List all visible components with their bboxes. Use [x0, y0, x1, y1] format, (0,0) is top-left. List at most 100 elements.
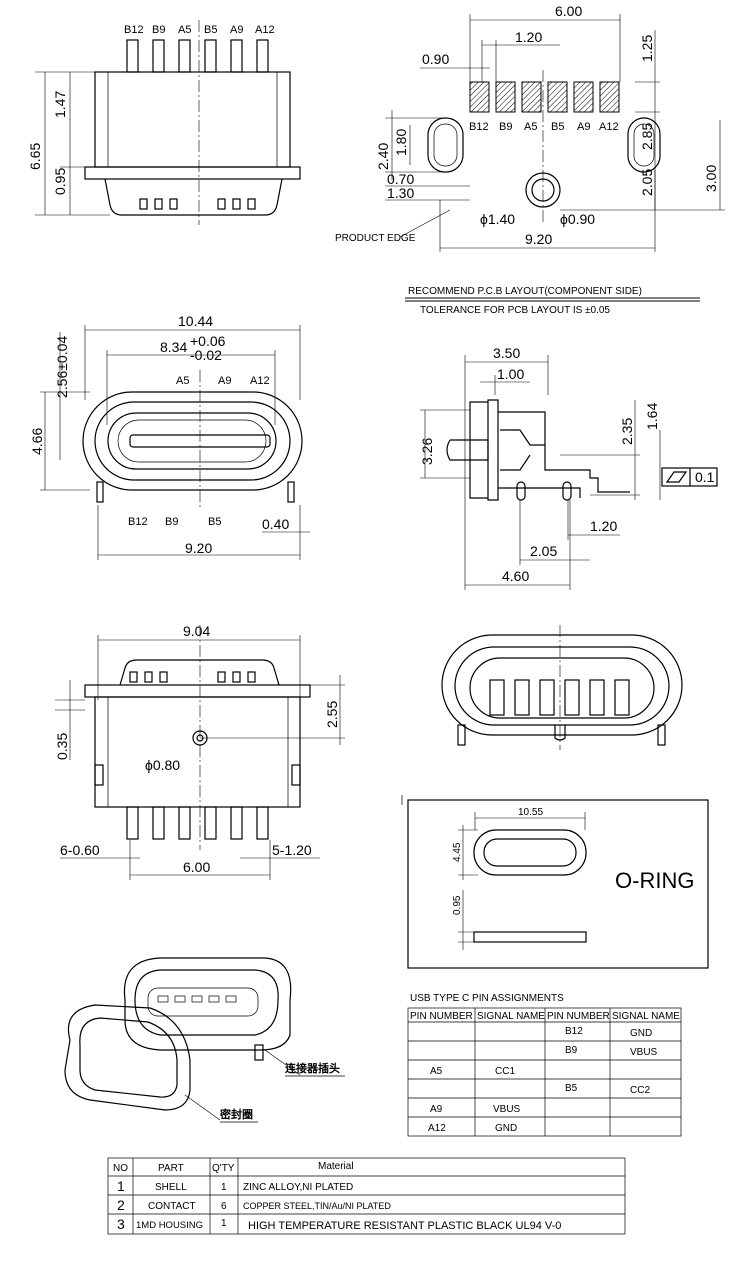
dim-10-44: 10.44 — [178, 313, 213, 329]
o-ring-thickness: 0.95 — [452, 895, 463, 915]
pin-label: A12 — [255, 24, 275, 36]
dim-0-90: 0.90 — [422, 51, 449, 67]
pin-label: A9 — [218, 375, 231, 387]
table-header: Material — [318, 1161, 354, 1172]
table-header: PART — [158, 1163, 184, 1174]
svg-text:1: 1 — [117, 1178, 125, 1194]
table-row: A12 GND — [428, 1123, 517, 1134]
dim-6-0-60: 6-0.60 — [60, 842, 100, 858]
table-header: SIGNAL NAME — [477, 1011, 545, 1022]
pin-label: A9 — [230, 24, 243, 36]
svg-text:1MD HOUSING: 1MD HOUSING — [136, 1220, 203, 1231]
top-pins — [126, 39, 269, 73]
svg-text:A9: A9 — [430, 1104, 443, 1115]
dim-0-40: 0.40 — [262, 516, 289, 532]
pcb-layout-view: 6.00 1.20 0.90 1.25 B12 B9 A5 B5 A9 A12 … — [335, 3, 725, 316]
dim-1-47: 1.47 — [52, 91, 68, 118]
flatness-symbol: 0.1 — [661, 467, 718, 487]
svg-text:B9: B9 — [565, 1045, 578, 1056]
svg-text:1: 1 — [221, 1218, 227, 1229]
pin-label: A12 — [250, 375, 270, 387]
side-view: 3.50 1.00 3.26 2.35 1.64 0.1 1.20 2.05 4… — [419, 345, 718, 590]
pin-label: B5 — [208, 516, 221, 528]
dim-tol-plus: +0.06 — [190, 333, 226, 349]
pad-label: B9 — [499, 121, 512, 133]
dim-hole-0-90: ϕ0.90 — [560, 211, 595, 227]
svg-text:3: 3 — [117, 1216, 125, 1232]
top-view: B12 B9 A5 B5 A9 A12 6.65 1.47 0.95 — [27, 20, 301, 225]
seal-label: 密封圈 — [220, 1107, 253, 1121]
svg-text:ZINC ALLOY,NI PLATED: ZINC ALLOY,NI PLATED — [243, 1182, 353, 1193]
front-pin-view — [441, 625, 683, 750]
svg-text:A5: A5 — [430, 1066, 443, 1077]
top-pin-labels: B12 B9 A5 B5 A9 A12 — [124, 24, 275, 36]
dim-6-00: 6.00 — [555, 3, 582, 19]
table-header: SIGNAL NAME — [612, 1011, 680, 1022]
dim-5-1-20: 5-1.20 — [272, 842, 312, 858]
pcb-tolerance-note: TOLERANCE FOR PCB LAYOUT IS ±0.05 — [420, 305, 610, 316]
dim-2-40: 2.40 — [375, 143, 391, 170]
dim-2-35: 2.35 — [619, 418, 635, 445]
svg-text:2: 2 — [117, 1197, 125, 1213]
pin-label: B12 — [124, 24, 144, 36]
pad-label: A12 — [599, 121, 619, 133]
front-view: 10.44 8.34 +0.06 -0.02 2.56±0.04 4.66 A5… — [29, 313, 310, 560]
pin-label: B5 — [204, 24, 217, 36]
table-row: A9 VBUS — [430, 1104, 521, 1115]
dim-1-64: 1.64 — [644, 403, 660, 430]
dim-3-50: 3.50 — [493, 345, 520, 361]
svg-text:COPPER STEEL,TIN/Au/NI PLATED: COPPER STEEL,TIN/Au/NI PLATED — [243, 1201, 391, 1211]
table-header: Q'TY — [212, 1163, 235, 1174]
o-ring-height: 4.45 — [452, 842, 463, 862]
svg-text:GND: GND — [495, 1123, 517, 1134]
dim-tol-minus: -0.02 — [190, 347, 222, 363]
table-row: B5 CC2 — [565, 1083, 650, 1096]
dim-0-35: 0.35 — [54, 733, 70, 760]
svg-text:B12: B12 — [565, 1026, 583, 1037]
top-body — [94, 71, 291, 168]
product-edge-label: PRODUCT EDGE — [335, 233, 416, 244]
svg-text:SHELL: SHELL — [155, 1182, 187, 1193]
dim-hole-1-40: ϕ1.40 — [480, 211, 515, 227]
o-ring-width: 10.55 — [518, 807, 543, 818]
pin-label: A5 — [178, 24, 191, 36]
dim-9-20: 9.20 — [185, 540, 212, 556]
dim-2-55: 2.55 — [324, 701, 340, 728]
dim-hole-0-80: ϕ0.80 — [145, 757, 180, 773]
svg-text:B5: B5 — [565, 1083, 578, 1094]
dim-1-30: 1.30 — [387, 185, 414, 201]
pcb-layout-title: RECOMMEND P.C.B LAYOUT(COMPONENT SIDE) — [408, 286, 642, 297]
pin-assignment-table: USB TYPE C PIN ASSIGNMENTS PIN NUMBER SI… — [407, 993, 682, 1137]
svg-text:CC2: CC2 — [630, 1085, 650, 1096]
table-row: A5 CC1 — [430, 1066, 515, 1077]
svg-text:VBUS: VBUS — [630, 1047, 658, 1058]
pin-label: B9 — [165, 516, 178, 528]
flatness-value: 0.1 — [695, 469, 715, 485]
table-header: PIN NUMBER — [410, 1011, 473, 1022]
svg-text:CC1: CC1 — [495, 1066, 515, 1077]
product-illustration: 连接器插头 密封圈 — [64, 957, 345, 1123]
pad-label: A5 — [524, 121, 537, 133]
dim-9-04: 9.04 — [183, 623, 210, 639]
table-header: PIN NUMBER — [547, 1011, 610, 1022]
dim-0-70: 0.70 — [387, 171, 414, 187]
pad-label: B12 — [469, 121, 489, 133]
dim-4-66: 4.66 — [29, 428, 45, 455]
pad-label: A9 — [577, 121, 590, 133]
svg-text:A12: A12 — [428, 1123, 446, 1134]
o-ring-label: O-RING — [615, 868, 694, 893]
table-header: NO — [113, 1163, 128, 1174]
svg-text:VBUS: VBUS — [493, 1104, 521, 1115]
dim-2-05: 2.05 — [530, 543, 557, 559]
pin-label: B12 — [128, 516, 148, 528]
svg-text:6: 6 — [221, 1201, 227, 1212]
o-ring-view: 10.55 4.45 0.95 O-RING — [401, 795, 709, 969]
dim-1-80: 1.80 — [393, 129, 409, 156]
bom-table: NO PART Q'TY Material 1 SHELL 1 ZINC ALLOY,… — [107, 1157, 626, 1235]
pad-label: B5 — [551, 121, 564, 133]
dim-1-20: 1.20 — [515, 29, 542, 45]
